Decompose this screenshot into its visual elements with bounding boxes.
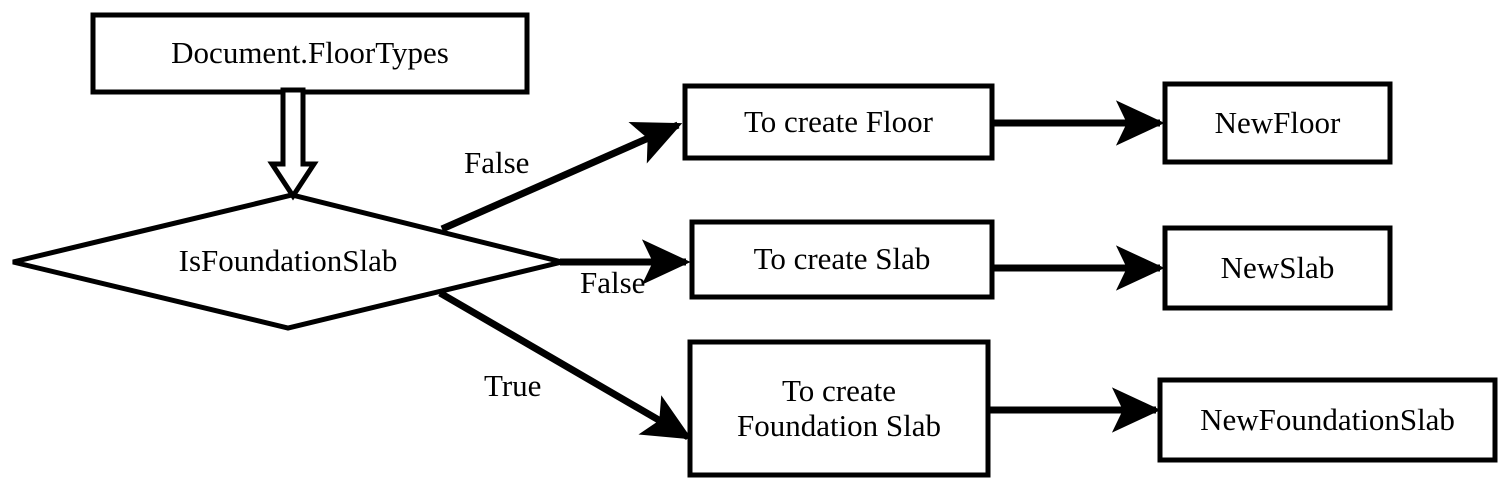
node-to-create-floor	[682, 83, 995, 161]
node-to-create-foundation-slab	[687, 339, 991, 478]
node-to-create-slab	[689, 219, 995, 300]
node-newslab	[1162, 225, 1393, 311]
node-newfoundationslab	[1157, 377, 1498, 463]
edge-source-to-decision-hollow-arrow	[267, 87, 319, 201]
node-document-floortypes	[90, 12, 530, 95]
edge-decision-to-create-floor	[440, 121, 683, 233]
node-newfloor	[1162, 81, 1393, 165]
edge-decision-to-create-foundation-slab	[438, 289, 692, 441]
